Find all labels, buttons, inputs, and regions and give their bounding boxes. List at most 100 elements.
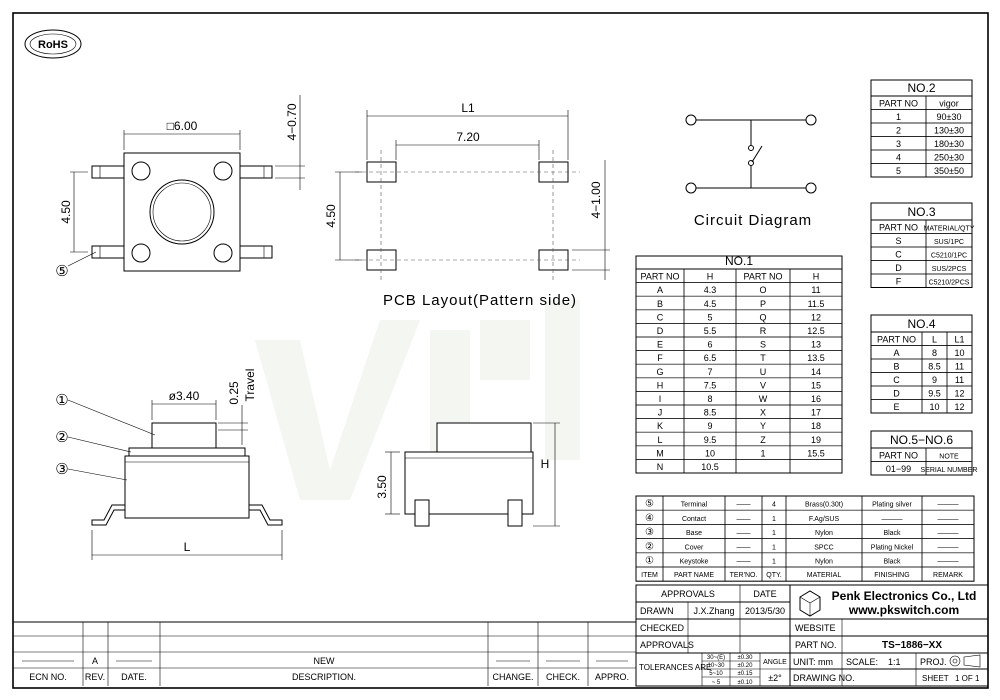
dim-travel: 0.25 bbox=[227, 381, 241, 405]
no1-cell: K bbox=[657, 421, 663, 431]
sheet-value: 1 OF 1 bbox=[955, 674, 980, 683]
drawn-by: J.X.Zhang bbox=[693, 606, 734, 616]
bom-qty: 1 bbox=[772, 559, 776, 566]
date-col-label: DATE. bbox=[121, 672, 147, 682]
no4-cell: 10 bbox=[929, 402, 939, 412]
no1-cell: 12.5 bbox=[807, 326, 825, 336]
sheet-label: SHEET bbox=[922, 674, 949, 683]
no1-cell: 11 bbox=[811, 285, 820, 295]
no4-header: PART NO bbox=[877, 335, 916, 345]
bom-finishing: Black bbox=[883, 530, 901, 537]
tol-range-2: 10~30 bbox=[708, 663, 726, 669]
bom-header: QTY. bbox=[766, 572, 781, 579]
no1-cell: 5.5 bbox=[704, 326, 717, 336]
no4-title: NO.4 bbox=[907, 317, 935, 331]
no4-cell: 10 bbox=[954, 348, 964, 358]
no4-cell: 12 bbox=[954, 389, 964, 399]
no3-title: NO.3 bbox=[907, 205, 935, 219]
bom-qty: 1 bbox=[772, 516, 776, 523]
angle-label: ANGLE bbox=[763, 659, 787, 666]
bom-header: MATERIAL bbox=[807, 572, 842, 579]
no2-cell: 1 bbox=[896, 112, 901, 122]
no3-cell: S bbox=[895, 236, 901, 246]
desc-value: NEW bbox=[314, 656, 336, 666]
tol-range-4: ~ 5 bbox=[712, 680, 721, 686]
no1-cell: 10 bbox=[705, 448, 715, 458]
no1-cell: T bbox=[760, 353, 766, 363]
no1-header: H bbox=[707, 272, 714, 282]
bom-remark: ——— bbox=[938, 516, 959, 523]
no2-cell: 180±30 bbox=[934, 139, 964, 149]
part-no-value: TS−1886−XX bbox=[882, 640, 942, 651]
appro-label: APPRO. bbox=[595, 672, 629, 682]
no1-cell: 14 bbox=[811, 367, 821, 377]
dim-pad: 4−1.00 bbox=[589, 181, 603, 218]
no1-cell: 13 bbox=[811, 340, 821, 350]
unit-label: UNIT: mm bbox=[793, 657, 833, 667]
no2-cell: 2 bbox=[896, 126, 901, 136]
dim-720: 7.20 bbox=[456, 130, 480, 144]
no1-cell: 7.5 bbox=[704, 380, 717, 390]
no4-cell: A bbox=[893, 348, 899, 358]
bom-qty: 4 bbox=[772, 502, 776, 509]
dim-pin-width: 4−0.70 bbox=[285, 103, 299, 140]
tolerances-label: TOLERANCES ARE bbox=[639, 663, 711, 672]
title-block: APPROVALS DATE DRAWN J.X.Zhang 2013/5/30… bbox=[635, 584, 989, 687]
bom-remark: ——— bbox=[938, 502, 959, 509]
no1-cell: V bbox=[760, 380, 766, 390]
bom-material: Brass(0.30t) bbox=[805, 502, 843, 509]
no1-cell: 10.5 bbox=[701, 462, 719, 472]
no1-cell: 6.5 bbox=[704, 353, 717, 363]
bom-item: ③ bbox=[645, 527, 654, 538]
bom-item: ② bbox=[645, 541, 654, 552]
callout-1: ① bbox=[55, 392, 68, 409]
bom-ter: —— bbox=[737, 530, 751, 537]
change-label: CHANGE. bbox=[492, 672, 533, 682]
circuit-title: Circuit Diagram bbox=[694, 212, 812, 229]
travel-label: Travel bbox=[243, 369, 257, 402]
no4-cell: 8 bbox=[932, 348, 937, 358]
date-label: DATE bbox=[753, 589, 776, 599]
tol-value-2: ±0.20 bbox=[738, 663, 754, 669]
no1-cell: P bbox=[760, 299, 766, 309]
checked-label: CHECKED bbox=[640, 623, 685, 633]
bom-remark: ——— bbox=[938, 530, 959, 537]
drawing-no-label: DRAWING NO. bbox=[793, 673, 855, 683]
no3-header: MATERIAL/QTY bbox=[924, 226, 975, 233]
no3-cell: C bbox=[895, 250, 902, 260]
tol-value-4: ±0.10 bbox=[738, 680, 754, 686]
angle-value: ±2° bbox=[768, 673, 782, 683]
no1-header: H bbox=[813, 272, 820, 282]
part-no-label: PART NO. bbox=[795, 640, 837, 650]
bom-finishing: Plating Nickel bbox=[871, 544, 914, 551]
dim-diameter: ø3.40 bbox=[169, 389, 200, 403]
no4-cell: 9 bbox=[932, 375, 937, 385]
no2-header: vigor bbox=[939, 99, 959, 109]
no4-header: L bbox=[932, 335, 937, 345]
no3-cell: F bbox=[896, 277, 902, 287]
no56-cell: SERIAL NUMBER bbox=[921, 467, 978, 474]
no1-cell: W bbox=[759, 394, 768, 404]
no3-cell: C5210/2PCS bbox=[929, 280, 970, 287]
tol-range-1: 30~(E) bbox=[707, 655, 725, 661]
no1-cell: C bbox=[657, 312, 664, 322]
no1-cell: F bbox=[657, 353, 663, 363]
bom-ter: —— bbox=[737, 516, 751, 523]
no3-cell: D bbox=[895, 263, 902, 273]
no1-cell: D bbox=[657, 326, 664, 336]
no1-cell: 12 bbox=[811, 312, 821, 322]
front-view: 3.50 H bbox=[375, 422, 560, 527]
no1-cell: 6 bbox=[707, 340, 712, 350]
no56-header: PART NO bbox=[879, 451, 918, 461]
bom-name: Base bbox=[686, 530, 702, 537]
dim-square: □6.00 bbox=[167, 119, 198, 133]
drawn-label: DRAWN bbox=[640, 606, 674, 616]
bom-header: ITEM bbox=[641, 572, 658, 579]
no1-cell: 4.3 bbox=[704, 285, 717, 295]
bom-finishing: Black bbox=[883, 559, 901, 566]
no2-title: NO.2 bbox=[907, 81, 935, 95]
